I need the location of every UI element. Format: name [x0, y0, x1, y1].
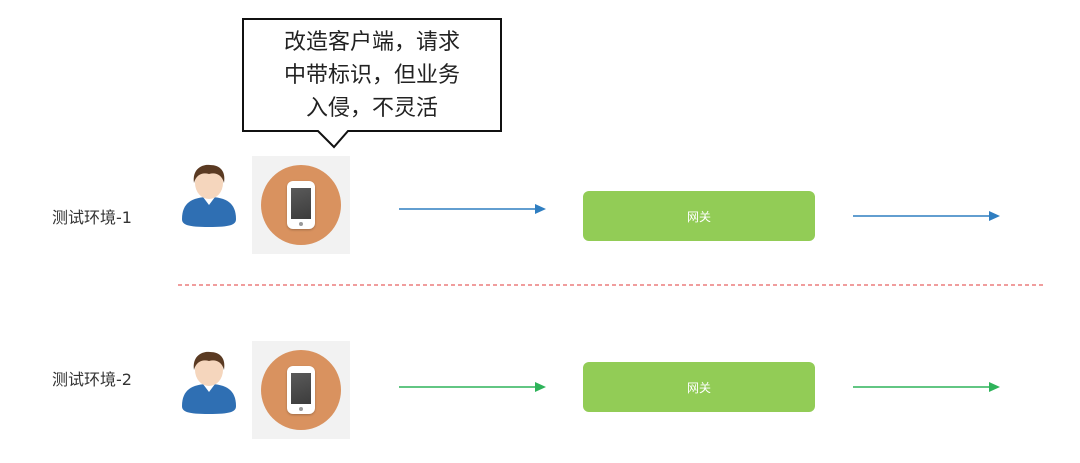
gateway-box-2: 网关	[583, 362, 815, 412]
gateway-box-1: 网关	[583, 191, 815, 241]
mobile-client-icon	[252, 341, 350, 439]
phone-circle	[261, 350, 341, 430]
phone-circle	[261, 165, 341, 245]
env-label-2: 测试环境-2	[52, 370, 132, 389]
phone-icon	[287, 181, 315, 229]
env-label-1: 测试环境-1	[52, 208, 132, 227]
mobile-client-icon	[252, 156, 350, 254]
phone-icon	[287, 366, 315, 414]
callout-text: 改造客户端，请求 中带标识，但业务 入侵，不灵活	[283, 30, 460, 121]
